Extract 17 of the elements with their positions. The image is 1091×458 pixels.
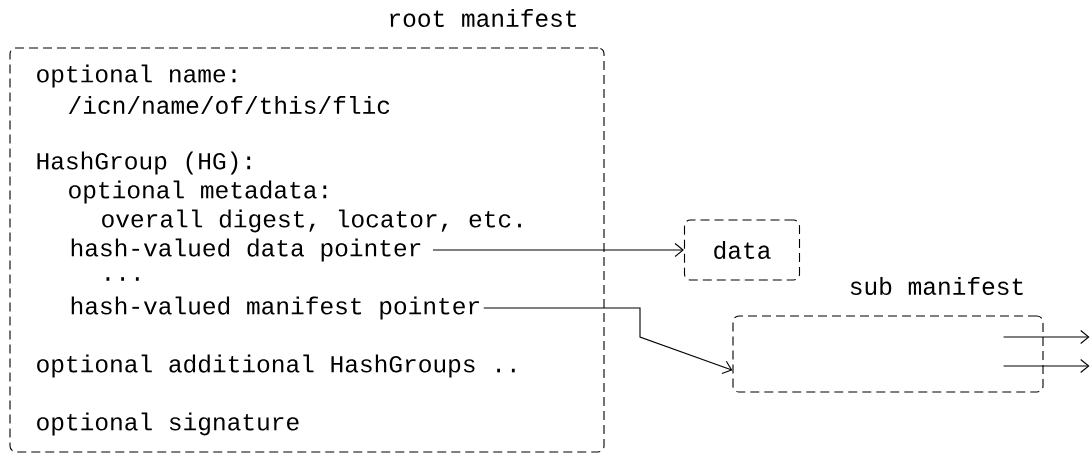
arrow bbox=[432, 242, 684, 258]
arrow bbox=[1003, 358, 1090, 374]
box-title: root manifest bbox=[390, 9, 576, 27]
box-text: HashGroup (HG): bbox=[37, 151, 251, 175]
box-text: hash-valued data pointer bbox=[71, 238, 421, 262]
data-box: data bbox=[683, 219, 801, 281]
box-text: ... bbox=[106, 277, 139, 281]
box-text: optional name: bbox=[37, 64, 236, 88]
box-title: sub manifest bbox=[850, 277, 1023, 295]
box-text: hash-valued manifest pointer bbox=[71, 296, 479, 320]
box-text: optional metadata: bbox=[69, 180, 327, 204]
box-text: /icn/name/of/this/flic bbox=[68, 96, 390, 114]
box-text: optional signature bbox=[37, 412, 299, 436]
arrow bbox=[483, 307, 733, 374]
box-text: overall digest, locator, etc. bbox=[102, 209, 521, 233]
box-text: optional additional HashGroups .. bbox=[37, 354, 515, 378]
arrow bbox=[1003, 329, 1090, 345]
